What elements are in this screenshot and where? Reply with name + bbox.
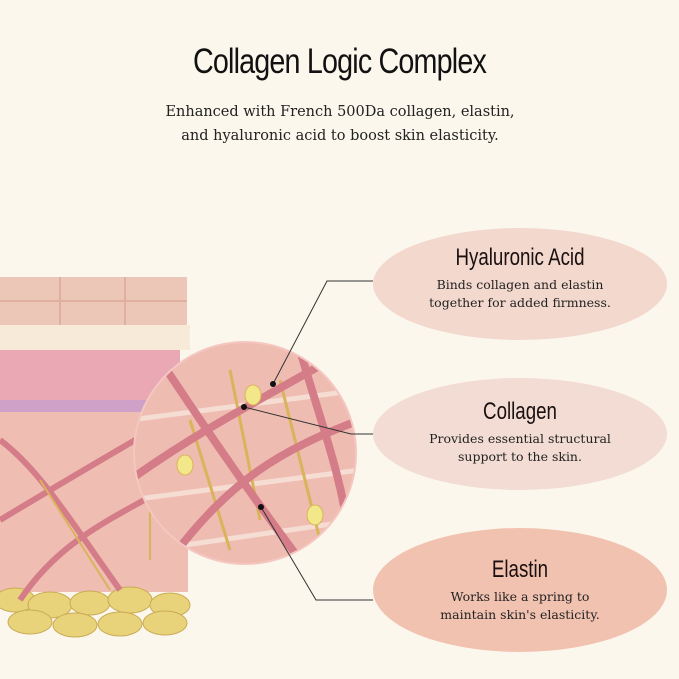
callout-title: Hyaluronic Acid: [455, 244, 585, 271]
callout-hyaluronic-acid: Hyaluronic Acid Binds collagen and elast…: [373, 228, 667, 340]
callout-desc-line: support to the skin.: [458, 449, 582, 464]
callout-desc-line: Provides essential structural: [429, 431, 611, 446]
callout-description: Provides essential structural support to …: [373, 430, 667, 466]
callout-desc-line: Works like a spring to: [450, 589, 590, 604]
callout-desc-line: together for added firmness.: [429, 295, 611, 310]
callout-description: Works like a spring to maintain skin's el…: [373, 588, 667, 624]
callout-elastin: Elastin Works like a spring to maintain s…: [373, 528, 667, 652]
callout-desc-line: maintain skin's elasticity.: [440, 607, 600, 622]
callout-title: Collagen: [483, 398, 557, 425]
subtitle: Enhanced with French 500Da collagen, ela…: [100, 100, 580, 148]
callout-title: Elastin: [491, 556, 549, 583]
subtitle-line-1: Enhanced with French 500Da collagen, ela…: [165, 104, 515, 120]
callout-desc-line: Binds collagen and elastin: [436, 277, 604, 292]
callout-description: Binds collagen and elastin together for a…: [373, 276, 667, 312]
callout-collagen: Collagen Provides essential structural su…: [373, 378, 667, 490]
subtitle-line-2: and hyaluronic acid to boost skin elasti…: [181, 128, 499, 144]
page-title: Collagen Logic Complex: [192, 42, 487, 81]
